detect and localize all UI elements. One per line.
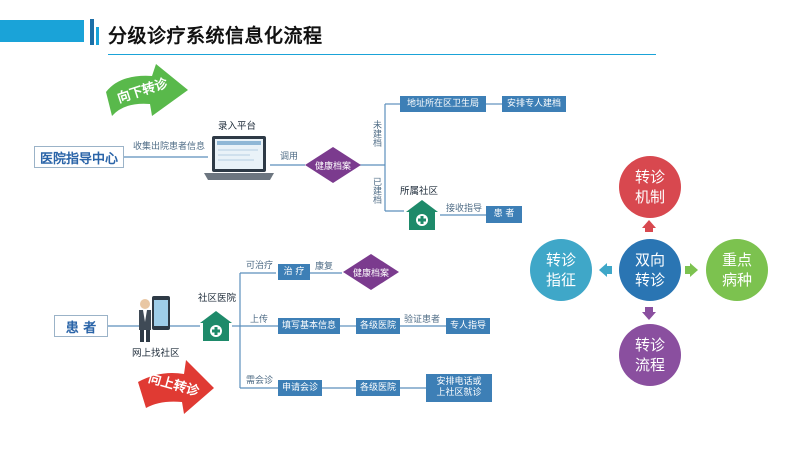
arrange-visit-box: 安排电话或 上社区就诊: [426, 374, 492, 402]
assign-filing-box: 安排专人建档: [502, 96, 566, 112]
arrow-up-icon: [642, 220, 656, 228]
community-hospital-label: 社区医院: [198, 293, 237, 304]
recover-label: 康复: [315, 262, 334, 272]
header-divider: [108, 54, 656, 55]
verify-patient-label: 验证患者: [404, 315, 441, 325]
cycle-bottom-line2: 流程: [634, 356, 665, 374]
hospital-guidance-center: 医院指导中心: [34, 146, 124, 168]
cycle-top-line1: 转诊: [634, 168, 665, 186]
hospital-building-icon: [200, 311, 232, 341]
cycle-bottom-line1: 转诊: [634, 336, 665, 354]
collect-discharged-info-label: 收集出院患者信息: [133, 142, 206, 152]
expert-guidance-box: 专人指导: [446, 318, 490, 334]
health-record-diamond-upward: 健康档案: [342, 253, 400, 291]
cycle-center-line1: 双向: [634, 251, 665, 269]
filed-label: 已建档: [371, 177, 381, 204]
cycle-center-circle: 双向 转诊: [619, 239, 681, 301]
cycle-left-line2: 指征: [545, 271, 576, 289]
cycle-right-circle: 重点 病种: [706, 239, 768, 301]
header-accent-bar: [90, 19, 94, 45]
cycle-right-line1: 重点: [721, 251, 752, 269]
health-record-label: 健康档案: [314, 161, 351, 172]
cycle-right-line2: 病种: [721, 271, 752, 289]
hospitals-box-2: 各级医院: [356, 380, 400, 396]
cycle-top-line2: 机制: [634, 188, 665, 206]
health-record-label-upward: 健康档案: [352, 268, 389, 279]
arrow-left-icon: [599, 263, 607, 277]
cycle-top-circle: 转诊 机制: [619, 156, 681, 218]
not-filed-label: 未建档: [371, 120, 381, 147]
consult-needed-label: 需会诊: [246, 376, 274, 386]
cycle-arrows: [599, 220, 698, 320]
treatable-label: 可治疗: [246, 261, 274, 271]
laptop-icon: [204, 136, 274, 180]
cycle-left-line1: 转诊: [545, 251, 576, 269]
arrange-visit-line2: 上社区就诊: [436, 388, 482, 398]
fill-basic-info-box: 填写基本信息: [278, 318, 340, 334]
phone-person-icon: [139, 296, 170, 342]
cycle-left-circle: 转诊 指征: [530, 239, 592, 301]
downward-referral-arrow: [106, 64, 188, 116]
apply-consultation-box: 申请会诊: [278, 380, 322, 396]
cycle-bottom-circle: 转诊 流程: [619, 324, 681, 386]
district-health-bureau-box: 地址所在区卫生局: [400, 96, 486, 112]
patient-box-upward: 患 者: [54, 315, 108, 337]
treat-box: 治 疗: [278, 264, 310, 280]
upload-label: 上传: [250, 315, 269, 325]
health-record-diamond: 健康档案: [304, 146, 362, 184]
page-title: 分级诊疗系统信息化流程: [108, 25, 323, 47]
platform-entry-label: 录入平台: [218, 121, 257, 132]
patient-box-top: 患 者: [486, 206, 522, 223]
call-label: 调用: [280, 152, 299, 162]
receive-guidance-label: 接收指导: [446, 204, 483, 214]
arrange-visit-line1: 安排电话或: [436, 377, 482, 387]
find-community-online-label: 网上找社区: [132, 348, 180, 359]
header-accent-band: [0, 20, 84, 42]
community-label: 所属社区: [400, 186, 439, 197]
cycle-center-line2: 转诊: [634, 271, 665, 289]
hospitals-box-1: 各级医院: [356, 318, 400, 334]
upward-referral-arrow: [138, 360, 214, 414]
arrow-down-icon: [642, 312, 656, 320]
community-building-icon: [406, 200, 438, 230]
arrow-right-icon: [690, 263, 698, 277]
header-accent-bar-small: [96, 27, 99, 45]
